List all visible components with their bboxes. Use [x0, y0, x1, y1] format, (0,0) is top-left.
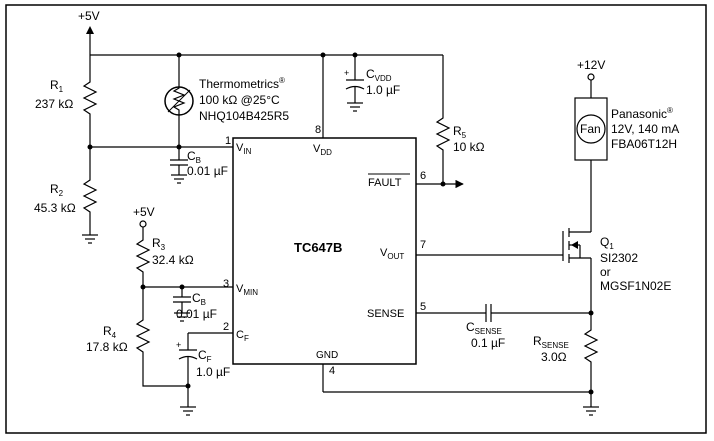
thermistor-value: 100 kΩ @25°C	[199, 93, 280, 107]
cb-mid-capacitor	[173, 296, 191, 313]
svg-text:+: +	[344, 68, 349, 78]
vcc5-top-label: +5V	[78, 9, 100, 23]
r4-resistor	[135, 287, 188, 387]
r3-label: R3	[152, 236, 166, 252]
ground-symbol	[583, 406, 599, 416]
cb-mid-value: 0.01 µF	[176, 307, 217, 321]
csense-value: 0.1 µF	[471, 336, 505, 350]
q1-or: or	[600, 265, 611, 279]
pin-vin-number: 1	[225, 135, 231, 147]
cf-value: 1.0 µF	[196, 365, 230, 379]
fan-rating: 12V, 140 mA	[611, 122, 679, 136]
r3-value: 32.4 kΩ	[152, 253, 194, 267]
fan-part: FBA06T12H	[611, 137, 677, 151]
ground-symbol	[347, 102, 363, 112]
r4-label: R4	[103, 324, 117, 340]
pin-vdd-label: VDD	[313, 143, 332, 157]
vcc5-left-label: +5V	[133, 205, 155, 219]
pin-sense-number: 5	[420, 301, 426, 313]
r3-resistor	[135, 227, 151, 287]
pin-gnd-number: 4	[329, 365, 335, 377]
r1-value: 237 kΩ	[35, 97, 73, 111]
junction	[185, 383, 191, 389]
cb-top-value: 0.01 µF	[187, 164, 228, 178]
cb-mid-label: CB	[192, 291, 206, 307]
ground-symbol	[180, 406, 196, 416]
vcc5-left-terminal	[139, 220, 147, 228]
r5-label: R5	[453, 124, 467, 140]
cb-top-capacitor	[170, 159, 188, 175]
cb-top-label: CB	[187, 149, 201, 165]
cf-label: CF	[198, 348, 212, 364]
r1-label: R1	[50, 78, 64, 94]
pin-vdd-number: 8	[315, 124, 321, 136]
r5-value: 10 kΩ	[453, 140, 485, 154]
r2-resistor	[82, 147, 98, 235]
ground-symbol	[171, 174, 187, 184]
cvdd-value: 1.0 µF	[366, 83, 400, 97]
pin-cf-number: 2	[223, 321, 229, 333]
ground-symbol	[174, 312, 190, 322]
pin-cf-label: CF	[236, 329, 249, 343]
pin-fault-number: 6	[420, 170, 426, 182]
junction	[440, 181, 446, 187]
ground-symbol	[82, 234, 98, 244]
pin-fault-label: FAULT	[368, 177, 402, 189]
r5-resistor	[435, 55, 451, 184]
rsense-value: 3.0Ω	[541, 350, 567, 364]
figure-frame	[5, 4, 707, 434]
svg-text:+: +	[176, 340, 181, 350]
fan-brand: Panasonic®	[611, 106, 673, 121]
vcc5-top-arrow	[86, 26, 94, 34]
rsense-resistor	[583, 313, 599, 407]
q1-part-a: SI2302	[600, 251, 638, 265]
fan-symbol-label: Fan	[580, 122, 601, 136]
q1-label: Q1	[600, 235, 614, 251]
vcc12-terminal	[587, 73, 595, 81]
junction	[588, 389, 594, 395]
pin-vout-label: VOUT	[380, 247, 404, 261]
thermistor-part: NHQ104B425R5	[199, 109, 289, 123]
r4-value: 17.8 kΩ	[86, 340, 128, 354]
pin-gnd-label: GND	[316, 350, 338, 361]
csense-label: CSENSE	[466, 320, 502, 336]
cf-capacitor: +	[176, 340, 198, 360]
pin-vmin-label: VMIN	[236, 283, 258, 297]
pin-sense-label: SENSE	[367, 308, 404, 320]
r2-value: 45.3 kΩ	[34, 201, 76, 215]
pin-vmin-number: 3	[223, 278, 229, 290]
q1-part-b: MGSF1N02E	[600, 279, 671, 293]
rsense-label: RSENSE	[533, 334, 569, 350]
ic-body	[232, 137, 417, 365]
ic-name: TC647B	[294, 240, 342, 255]
r1-resistor	[82, 55, 98, 147]
cvdd-capacitor: +	[344, 68, 365, 103]
r2-label: R2	[50, 182, 64, 198]
csense-capacitor	[485, 304, 492, 322]
pin-vout-number: 7	[420, 239, 426, 251]
vcc12-label: +12V	[577, 58, 605, 72]
pin-vin-label: VIN	[236, 142, 252, 156]
q1-mosfet	[416, 225, 592, 313]
thermistor-symbol	[164, 82, 194, 120]
cvdd-label: CVDD	[366, 67, 392, 83]
thermistor-brand: Thermometrics®	[199, 76, 285, 91]
